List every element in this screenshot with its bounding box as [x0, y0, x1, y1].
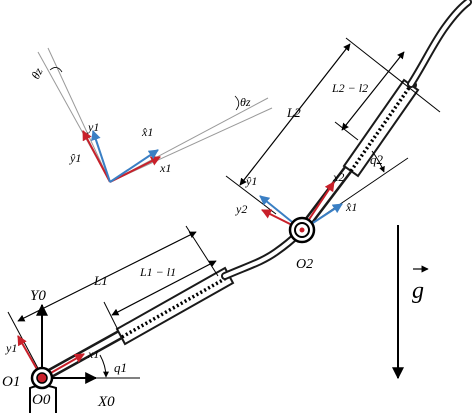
link-2 [297, 0, 472, 235]
inset-theta-arc-top [49, 67, 63, 73]
joint-2-frame [259, 181, 343, 244]
dim-L2-arrow [239, 43, 351, 186]
label-y1hat-joint: ŷ1 [245, 174, 257, 188]
dim-L2-ext-a [225, 175, 277, 215]
link-1-rigid-section [115, 266, 235, 346]
inset-x1-axis [109, 156, 161, 183]
label-O2: O2 [296, 257, 313, 272]
inset-theta-arc-right [234, 95, 240, 111]
label-q1: q1 [114, 360, 127, 375]
label-L1-minus-l1: L1 − l1 [139, 265, 176, 279]
joint-O1-inner [36, 372, 48, 384]
label-L2-minus-l2: L2 − l2 [331, 81, 368, 95]
inset-y1hat-label: ŷ1 [69, 151, 81, 165]
label-q2: q2 [370, 152, 384, 167]
inset-theta-label-right: θz [240, 95, 251, 109]
gravity-indicator [392, 225, 429, 380]
base-frame [17, 303, 98, 413]
q2-arc [371, 150, 385, 173]
dim-L1l1-ext-a [103, 301, 119, 331]
label-x1hat-joint: x̂1 [345, 200, 357, 214]
link-2-flex-curve-inner [409, 0, 470, 86]
dim-L2l2-arrow [341, 51, 405, 131]
label-x1-base: x1 [87, 347, 99, 361]
dimension-lines [7, 37, 441, 379]
joint-O2-center [299, 227, 305, 233]
label-x2: x2 [332, 170, 344, 184]
label-X0: X0 [97, 394, 115, 410]
label-g: g [412, 278, 424, 304]
inset-thin-line-b [47, 47, 111, 183]
label-L2: L2 [286, 105, 301, 120]
inset-theta-label-top: θz [28, 65, 45, 81]
label-L1: L1 [93, 273, 108, 288]
dim-L1l1-arrow [111, 260, 217, 316]
label-y2: y2 [235, 202, 247, 216]
label-O1: O1 [2, 374, 20, 390]
inset-x1-label: x1 [159, 161, 171, 175]
label-O0: O0 [32, 392, 51, 408]
label-Y0: Y0 [30, 288, 46, 304]
inset-y1hat-axis [91, 130, 111, 183]
inset-y1-axis [82, 130, 111, 183]
diagram-labels: L2 L2 − l2 q2 ŷ1 y2 x2 x̂1 O2 L1 L1 − l1… [2, 81, 424, 410]
inset-x1hat-label: x̂1 [141, 125, 153, 139]
inset-y1-label: y1 [87, 120, 99, 134]
q1-arc [99, 354, 109, 378]
label-y1-base: y1 [5, 341, 17, 355]
dim-L2l2-ext-a [334, 121, 359, 141]
inset-frame-diagram: θz θz y1 ŷ1 x̂1 x1 [28, 47, 273, 183]
inset-x1hat-axis [109, 149, 159, 183]
